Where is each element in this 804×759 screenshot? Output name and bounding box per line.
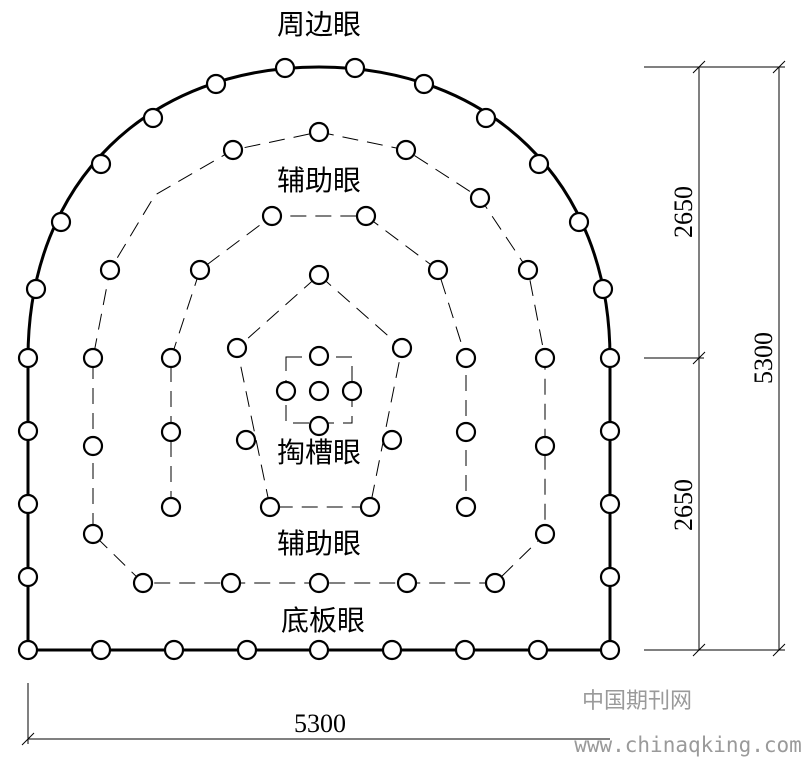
watermark-url: www.chinaqking.com	[574, 733, 802, 757]
cut-center-holes	[275, 345, 363, 437]
holes	[17, 57, 621, 661]
horizontal-dimension	[21, 683, 610, 746]
vertical-dimensions	[644, 60, 786, 657]
label-auxiliary-holes-lower: 辅助眼	[277, 527, 361, 560]
inner-auxiliary-ring	[170, 215, 467, 507]
perimeter-holes	[17, 57, 621, 588]
inner-auxiliary-holes	[160, 205, 477, 518]
floor-holes	[17, 639, 621, 661]
watermark-site-name: 中国期刊网	[582, 689, 692, 714]
label-auxiliary-holes-upper: 辅助眼	[277, 164, 361, 197]
dimension-width: 5300	[294, 709, 346, 738]
cut-pentagon	[236, 274, 403, 508]
outer-auxiliary-holes	[82, 121, 556, 594]
cut-pentagon-holes	[226, 264, 413, 518]
outer-auxiliary-ring	[92, 131, 546, 584]
dimension-upper-height: 2650	[669, 186, 698, 238]
label-cut-holes: 掏槽眼	[277, 436, 361, 469]
label-perimeter-holes: 周边眼	[277, 8, 361, 41]
label-floor-holes: 底板眼	[281, 604, 365, 637]
dimension-lower-height: 2650	[669, 479, 698, 531]
dimension-total-height: 5300	[749, 332, 778, 384]
